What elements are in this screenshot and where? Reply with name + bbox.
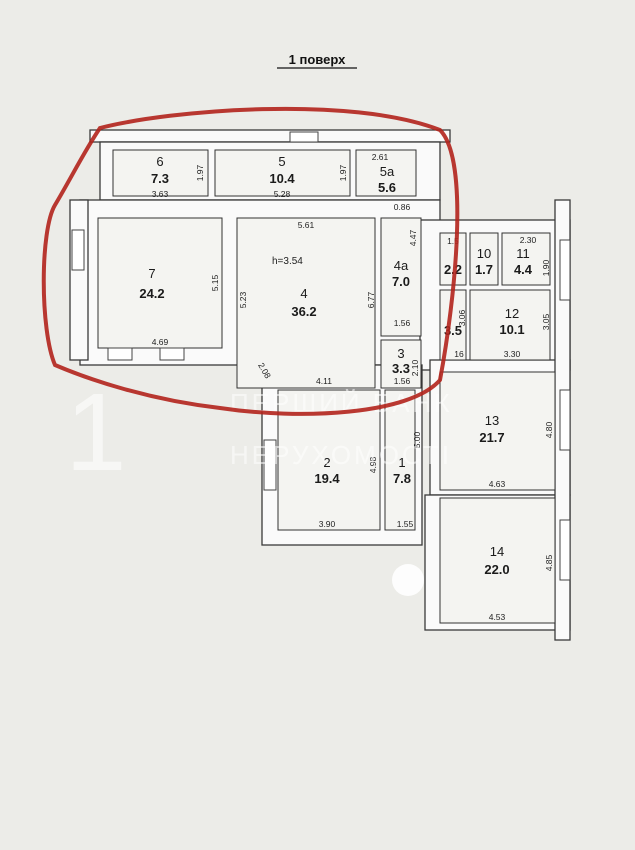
dimension-label: 5.28 [274, 189, 291, 199]
room-10-number: 10 [477, 246, 491, 261]
watermark-digit: 1 [65, 371, 126, 494]
room-12 [469, 289, 551, 361]
room-14-number: 14 [490, 544, 504, 559]
room-14-area: 22.0 [484, 562, 509, 577]
room-10-area: 1.7 [475, 262, 493, 277]
room-11-area: 4.4 [514, 262, 533, 277]
room-2-area: 19.4 [314, 471, 340, 486]
dimension-label: 4.47 [408, 229, 418, 246]
room-5a-number: 5а [380, 164, 395, 179]
dimension-label: 0.86 [394, 202, 411, 212]
dimension-label: 3.90 [319, 519, 336, 529]
dimension-label: 4.85 [544, 554, 554, 571]
room-13-number: 13 [485, 413, 499, 428]
room-11 [501, 232, 551, 286]
room-5 [214, 149, 351, 197]
room-7 [97, 217, 223, 349]
room-14 [439, 497, 556, 624]
room-3-number: 3 [397, 346, 404, 361]
dimension-label: 1.55 [397, 519, 414, 529]
dimension-label: 3.05 [541, 313, 551, 330]
room-labels: 6 7.3 5 10.4 5а 5.6 7 24.2 h=3.54 4 36.2… [139, 154, 532, 577]
dimension-label: 4.53 [489, 612, 506, 622]
room-5a [355, 149, 417, 197]
room-6-number: 6 [156, 154, 163, 169]
room-4a-area: 7.0 [392, 274, 410, 289]
dimension-label: 4.80 [544, 421, 554, 438]
dimension-label: 2.61 [372, 152, 389, 162]
room-6-area: 7.3 [151, 171, 169, 186]
highlight-outline [41, 106, 460, 416]
room-1-number: 1 [398, 455, 405, 470]
dimension-label: 1.56 [394, 376, 411, 386]
dimension-label: 1.90 [541, 259, 551, 276]
dimension-label: 4.11 [316, 376, 332, 386]
room-4-height: h=3.54 [272, 256, 303, 267]
room-3-area: 3.3 [392, 361, 410, 376]
floor-title: 1 поверх [289, 52, 346, 67]
room-5-area: 10.4 [269, 171, 295, 186]
dimension-label: 1.97 [338, 164, 348, 181]
room-5-number: 5 [278, 154, 285, 169]
room-4a [380, 217, 422, 337]
room-4 [236, 217, 376, 389]
room-2-number: 2 [323, 455, 330, 470]
blur-patch [392, 564, 424, 596]
room-1 [384, 389, 416, 531]
dimension-label: 3.63 [152, 189, 169, 199]
dimension-label: 4.69 [152, 337, 169, 347]
room-10 [469, 232, 499, 286]
room-12-area: 10.1 [499, 322, 524, 337]
room-13-area: 21.7 [479, 430, 504, 445]
rooms [97, 149, 556, 624]
room-5a-area: 5.6 [378, 180, 396, 195]
openings [71, 131, 571, 581]
room-7-area: 24.2 [139, 286, 164, 301]
room-12-number: 12 [505, 306, 519, 321]
dimension-label: 5.00 [412, 431, 422, 448]
dimension-label: 4.63 [489, 479, 506, 489]
room-4a-number: 4а [394, 258, 409, 273]
room-4-area: 36.2 [291, 304, 316, 319]
dimension-label: 4.98 [368, 456, 378, 473]
watermark-line2: НЕРУХОМОСТІ [230, 440, 452, 470]
dimension-label: 5.23 [238, 291, 248, 308]
dimension-label: 1.5 [447, 236, 459, 246]
dimension-label: 6.77 [366, 291, 376, 308]
room-11-number: 11 [516, 246, 530, 261]
dimension-label: 3.06 [457, 309, 467, 326]
room-7-number: 7 [148, 266, 155, 281]
dimension-label: 16 [454, 349, 464, 359]
dimension-label: 5.61 [298, 220, 315, 230]
room-1-area: 7.8 [393, 471, 411, 486]
dimension-label: 1.97 [195, 164, 205, 181]
dimension-label: 3.30 [504, 349, 521, 359]
dimension-label: 5.15 [210, 274, 220, 291]
dimension-label: 1.56 [394, 318, 411, 328]
room-6 [112, 149, 209, 197]
room-4-number: 4 [300, 286, 307, 301]
room-13 [439, 371, 556, 491]
dimension-label: 2.10 [410, 359, 420, 376]
room-3 [380, 339, 422, 389]
dimension-label: 2.30 [520, 235, 537, 245]
